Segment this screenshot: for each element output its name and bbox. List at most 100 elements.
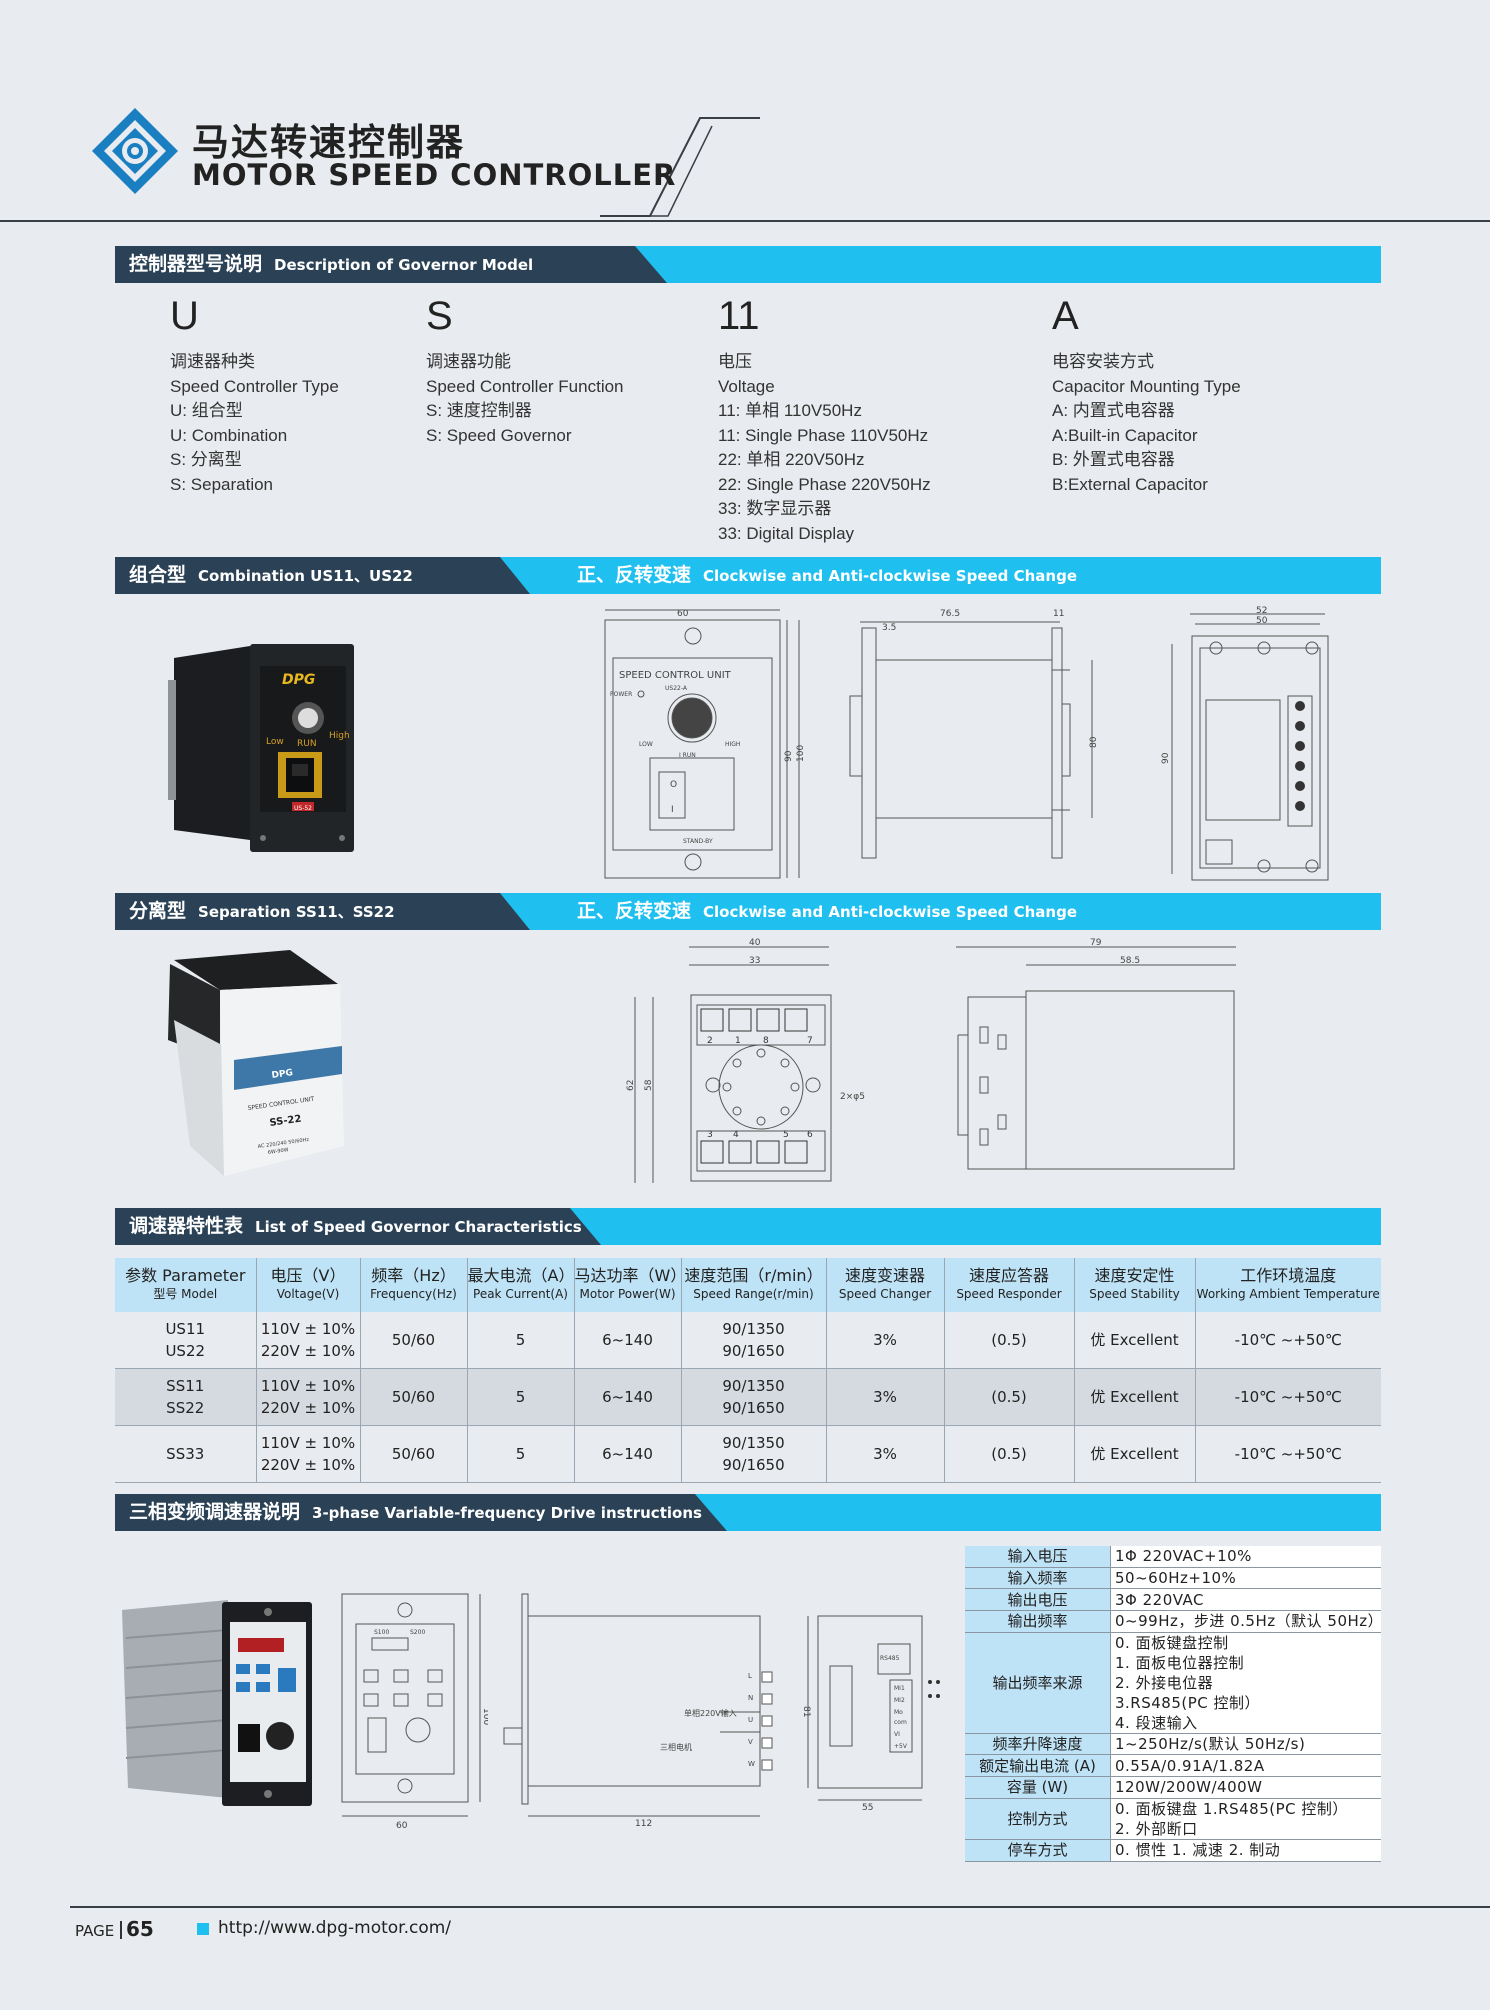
terminal-label: V: [748, 1738, 753, 1746]
panel-switch-off: O: [670, 780, 677, 790]
cell-temperature: -10℃ ~+50℃: [1194, 1368, 1381, 1426]
sep-device-model: SS-22: [269, 1114, 302, 1129]
page-title-en: MOTOR SPEED CONTROLLER: [192, 158, 677, 192]
cell-model: SS22: [166, 1399, 205, 1417]
dim-back-w-inner: 50: [1256, 616, 1268, 626]
panel-run: I RUN: [679, 752, 696, 759]
table-row: 控制方式 0. 面板键盘 1.RS485(PC 控制） 2. 外部断口: [965, 1798, 1381, 1840]
table-row: 额定输出电流 (A)0.55A/0.91A/1.82A: [965, 1754, 1381, 1778]
cell-temperature: -10℃ ~+50℃: [1194, 1425, 1381, 1483]
code-line: 调速器功能: [426, 352, 511, 371]
code-line: 33: Digital Display: [718, 523, 855, 543]
dim-back-w-outer: 52: [1256, 606, 1267, 616]
vfd-drive-photo: [122, 1600, 312, 1806]
pin-label: 4: [733, 1130, 739, 1140]
section-title-en: 3-phase Variable-frequency Drive instruc…: [312, 1504, 702, 1522]
code-line: S: Speed Governor: [426, 425, 572, 445]
col-header: 最大电流（A）Peak Current(A): [466, 1258, 574, 1312]
terminal-block-icon: [1295, 701, 1305, 811]
vfd-motor-label: 三相电机: [660, 1742, 692, 1752]
cell-changer: 3%: [825, 1312, 944, 1369]
code-line: 33: 数字显示器: [718, 499, 832, 518]
cell-model: US11: [165, 1320, 206, 1338]
dim-sep-top-inner: 33: [749, 956, 760, 966]
ctrl-pin-label: +5V: [894, 1743, 908, 1750]
dim-sep-h-inner: 58: [644, 1079, 654, 1091]
front-panel-drawing: 60 90 100 SPEED CONTROL UNIT US22-A POWE…: [604, 609, 805, 879]
section-bar-drive: 三相变频调速器说明 3-phase Variable-frequency Driv…: [115, 1494, 1381, 1531]
device-run: RUN: [297, 739, 317, 749]
drive-spec-key: 频率升降速度: [965, 1733, 1111, 1756]
section-subtitle-cn: 正、反转变速: [577, 564, 692, 586]
pin-label: 5: [783, 1130, 789, 1140]
cell-stability: 优 Excellent: [1073, 1312, 1195, 1369]
vfd-input-label: 单相220V输入: [684, 1708, 737, 1718]
ctrl-pin-label: MI2: [894, 1697, 905, 1704]
col-header: 频率（Hz）Frequency(Hz): [359, 1258, 467, 1312]
dim-vfd-panel-w: 60: [396, 1821, 408, 1830]
cell-temperature: -10℃ ~+50℃: [1194, 1312, 1381, 1369]
cell-current: 5: [466, 1368, 574, 1426]
cell-model: SS11: [166, 1377, 205, 1395]
dim-side-w: 76.5: [940, 609, 960, 619]
vfd-back-drawing: RS485 MI1 MI2 Mo com VI +5V 81 55: [801, 1615, 940, 1810]
panel-switch-on: I: [671, 805, 674, 815]
dim-sep-side-inner: 58.5: [1120, 956, 1140, 966]
footer-url-link[interactable]: http://www.dpg-motor.com/: [218, 1918, 452, 1938]
section-title-cn: 三相变频调速器说明: [129, 1501, 301, 1523]
code-line: S: Separation: [170, 474, 274, 494]
cell-speed: 90/1350: [722, 1377, 785, 1395]
dim-vfd-side-w: 112: [635, 1819, 652, 1829]
pin-label: 8: [763, 1036, 769, 1046]
device-brand: DPG: [282, 672, 315, 688]
page-number: 65: [126, 1917, 154, 1941]
code-line: 电容安装方式: [1052, 352, 1154, 371]
section-title-en: Combination US11、US22: [198, 567, 413, 585]
section-subtitle-en: Clockwise and Anti-clockwise Speed Chang…: [703, 903, 1078, 921]
code-line: S: 分离型: [170, 450, 242, 469]
panel-low: LOW: [639, 741, 653, 748]
cell-voltage: 220V ± 10%: [260, 1342, 356, 1360]
panel-power: POWER: [610, 691, 632, 698]
cell-model: US22: [165, 1342, 206, 1360]
dim-sep-hole: 2×φ5: [840, 1092, 865, 1102]
section-title-en: Separation SS11、SS22: [198, 903, 395, 921]
code-line: B: 外置式电容器: [1052, 450, 1175, 469]
section-subtitle-cn: 正、反转变速: [577, 900, 692, 922]
section-bar-separation: 分离型 Separation SS11、SS22 正、反转变速 Clockwise …: [115, 893, 1381, 930]
header-rule: [0, 220, 1490, 222]
cell-speed: 90/1650: [722, 1342, 785, 1360]
drive-spec-key: 输出频率: [965, 1610, 1111, 1633]
drive-spec-value: 0. 面板键盘控制 1. 面板电位器控制 2. 外接电位器 3.RS485(PC…: [1110, 1632, 1381, 1734]
drive-spec-value: 3Φ 220VAC: [1110, 1588, 1381, 1612]
drive-spec-key: 容量 (W): [965, 1776, 1111, 1799]
device-low: Low: [266, 737, 284, 747]
drive-spec-key: 输出电压: [965, 1588, 1111, 1612]
drive-spec-key: 输入电压: [965, 1546, 1111, 1568]
drive-spec-key: 额定输出电流 (A): [965, 1754, 1111, 1778]
drive-spec-key: 停车方式: [965, 1839, 1111, 1862]
code-line: Capacitor Mounting Type: [1052, 376, 1241, 396]
dim-front-w: 60: [677, 609, 689, 619]
dim-back-h: 90: [1161, 752, 1171, 764]
drive-spec-value: 1~250Hz/s(默认 50Hz/s): [1110, 1733, 1381, 1756]
terminal-block-icon: [761, 1671, 773, 1771]
drive-spec-line: 2. 外接电位器: [1115, 1673, 1214, 1692]
drive-spec-line: 0. 面板键盘控制: [1115, 1633, 1229, 1652]
section-title-cn: 控制器型号说明: [129, 253, 263, 275]
cell-power: 6~140: [573, 1368, 681, 1426]
drive-spec-value: 1Φ 220VAC+10%: [1110, 1546, 1381, 1568]
drive-spec-line: 1. 面板电位器控制: [1115, 1653, 1245, 1672]
section-title-cn: 分离型: [129, 900, 187, 922]
cell-current: 5: [466, 1425, 574, 1483]
drive-spec-value: 120W/200W/400W: [1110, 1776, 1381, 1799]
dim-front-h-inner: 90: [784, 750, 794, 762]
col-header: 电压（V）Voltage(V): [255, 1258, 360, 1312]
dim-vfd-back-w: 55: [862, 1803, 873, 1810]
drive-spec-value: 50~60Hz+10%: [1110, 1567, 1381, 1590]
